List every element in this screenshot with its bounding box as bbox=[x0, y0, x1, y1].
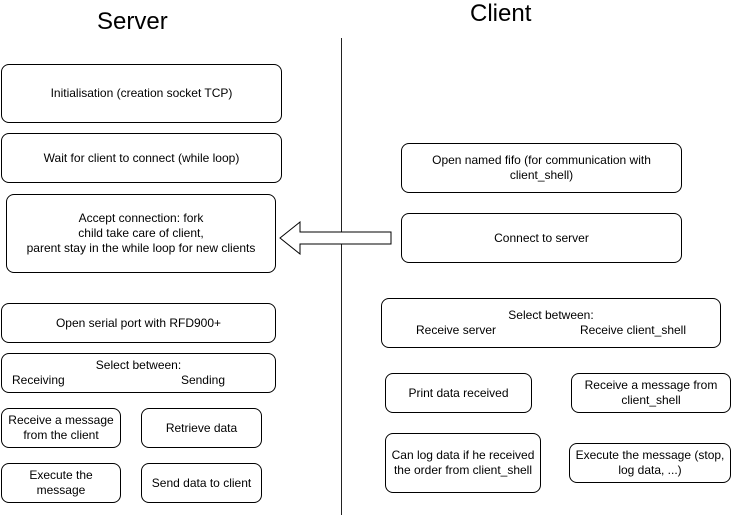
server-send-text: Send data to client bbox=[151, 475, 252, 490]
client-fifo-box: Open named fifo (for communication with … bbox=[401, 143, 682, 193]
client-execute-box: Execute the message (stop, log data, ...… bbox=[569, 443, 731, 483]
client-receive-shell-box: Receive a message from client_shell bbox=[571, 373, 731, 413]
server-execute-line-1: Execute the bbox=[29, 468, 93, 482]
client-execute-line-2: log data, ...) bbox=[618, 463, 682, 477]
client-fifo-line-1: Open named fifo (for communication with bbox=[432, 153, 651, 167]
connection-arrow bbox=[279, 220, 392, 256]
client-log-line-1: Can log data if he received bbox=[391, 448, 535, 462]
client-log-box: Can log data if he received the order fr… bbox=[385, 433, 541, 493]
server-retrieve-text: Retrieve data bbox=[165, 420, 238, 435]
client-print-text: Print data received bbox=[408, 385, 509, 400]
server-send-box: Send data to client bbox=[141, 463, 262, 503]
client-select-title: Select between: bbox=[508, 308, 594, 322]
client-select-options: Receive server Receive client_shell bbox=[382, 323, 720, 338]
server-init-text: Initialisation (creation socket TCP) bbox=[50, 86, 233, 100]
client-print-box: Print data received bbox=[385, 373, 532, 413]
server-receive-line-1: Receive a message bbox=[8, 413, 114, 427]
client-receive-shell-line-2: client_shell bbox=[621, 393, 681, 407]
client-select-box: Select between: Receive server Receive c… bbox=[381, 298, 721, 348]
server-select-receiving: Receiving bbox=[12, 373, 65, 387]
server-heading: Server bbox=[97, 8, 168, 35]
server-serial-box: Open serial port with RFD900+ bbox=[1, 303, 276, 343]
server-execute-box: Execute the message bbox=[1, 463, 121, 503]
client-receive-shell-line-1: Receive a message from bbox=[584, 378, 718, 392]
client-fifo-line-2: client_shell) bbox=[509, 168, 574, 182]
server-retrieve-box: Retrieve data bbox=[141, 408, 262, 448]
client-heading: Client bbox=[470, 0, 532, 27]
client-select-receive-shell: Receive client_shell bbox=[579, 323, 686, 337]
server-select-sending: Sending bbox=[180, 373, 225, 387]
server-accept-line-3: parent stay in the while loop for new cl… bbox=[26, 241, 256, 255]
server-execute-line-2: message bbox=[36, 483, 86, 497]
server-select-box: Select between: Receiving Sending bbox=[1, 353, 276, 393]
client-connect-box: Connect to server bbox=[401, 213, 682, 263]
server-select-options: Receiving Sending bbox=[2, 373, 275, 388]
server-receive-line-2: from the client bbox=[23, 428, 99, 442]
server-accept-line-1: Accept connection: fork bbox=[78, 211, 204, 225]
server-select-title: Select between: bbox=[95, 358, 182, 372]
client-execute-line-1: Execute the message (stop, bbox=[575, 448, 725, 462]
server-init-box: Initialisation (creation socket TCP) bbox=[1, 64, 282, 123]
server-receive-message-box: Receive a message from the client bbox=[1, 408, 121, 448]
server-accept-line-2: child take care of client, bbox=[78, 226, 204, 240]
client-select-receive-server: Receive server bbox=[416, 323, 497, 337]
server-wait-box: Wait for client to connect (while loop) bbox=[1, 133, 282, 183]
client-connect-text: Connect to server bbox=[494, 230, 589, 245]
client-log-line-2: the order from client_shell bbox=[393, 463, 533, 477]
server-serial-text: Open serial port with RFD900+ bbox=[55, 315, 222, 330]
server-wait-text: Wait for client to connect (while loop) bbox=[43, 150, 240, 165]
server-accept-box: Accept connection: fork child take care … bbox=[6, 194, 276, 273]
column-divider bbox=[341, 38, 342, 515]
